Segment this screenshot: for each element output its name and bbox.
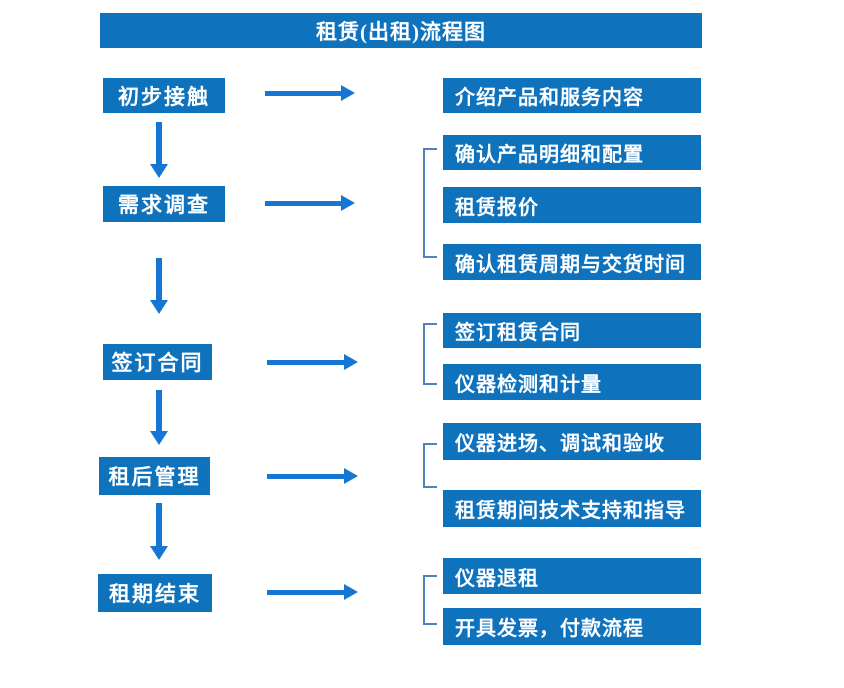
arrow-head — [344, 468, 358, 484]
right-arrow-2 — [265, 195, 355, 211]
arrow-shaft — [156, 390, 162, 431]
step-box-initial-contact: 初步接触 — [103, 78, 225, 113]
detail-box-rental-quotation: 租赁报价 — [443, 187, 701, 223]
detail-box-confirm-product-config: 确认产品明细和配置 — [443, 135, 701, 170]
step-box-rental-end: 租期结束 — [98, 574, 212, 612]
group-bracket-demand-survey — [423, 148, 437, 258]
arrow-head — [341, 85, 355, 101]
arrow-shaft — [156, 122, 162, 164]
step-box-sign-contract: 签订合同 — [103, 344, 212, 380]
right-arrow-1 — [265, 85, 355, 101]
right-arrow-4 — [267, 468, 358, 484]
arrow-head — [344, 354, 358, 370]
arrow-head — [150, 164, 168, 178]
step-box-post-rental-management: 租后管理 — [99, 457, 210, 495]
arrow-head — [150, 546, 168, 560]
group-bracket-rental-end — [423, 575, 437, 625]
down-arrow-3 — [150, 390, 168, 445]
arrow-shaft — [267, 473, 344, 479]
detail-box-confirm-period-delivery: 确认租赁周期与交货时间 — [443, 244, 701, 280]
detail-box-instrument-return: 仪器退租 — [443, 558, 701, 594]
detail-box-instrument-entry-acceptance: 仪器进场、调试和验收 — [443, 423, 701, 460]
title-bar: 租赁(出租)流程图 — [100, 13, 702, 48]
arrow-head — [341, 195, 355, 211]
detail-box-invoice-payment: 开具发票，付款流程 — [443, 608, 701, 645]
arrow-shaft — [265, 90, 341, 96]
group-bracket-sign-contract — [423, 323, 437, 385]
arrow-shaft — [267, 589, 344, 595]
diagram-title: 租赁(出租)流程图 — [316, 19, 486, 44]
detail-box-introduce-products: 介绍产品和服务内容 — [443, 78, 701, 113]
down-arrow-1 — [150, 122, 168, 178]
arrow-shaft — [267, 359, 344, 365]
arrow-shaft — [156, 503, 162, 546]
arrow-shaft — [265, 200, 341, 206]
arrow-shaft — [156, 258, 162, 300]
right-arrow-3 — [267, 354, 358, 370]
arrow-head — [150, 300, 168, 314]
detail-box-technical-support: 租赁期间技术支持和指导 — [443, 490, 701, 527]
down-arrow-2 — [150, 258, 168, 314]
detail-box-sign-rental-contract: 签订租赁合同 — [443, 313, 701, 348]
arrow-head — [344, 584, 358, 600]
group-bracket-post-rental — [423, 443, 437, 488]
down-arrow-4 — [150, 503, 168, 560]
detail-box-instrument-testing: 仪器检测和计量 — [443, 364, 701, 400]
arrow-head — [150, 431, 168, 445]
step-box-demand-survey: 需求调查 — [103, 186, 225, 222]
right-arrow-5 — [267, 584, 358, 600]
